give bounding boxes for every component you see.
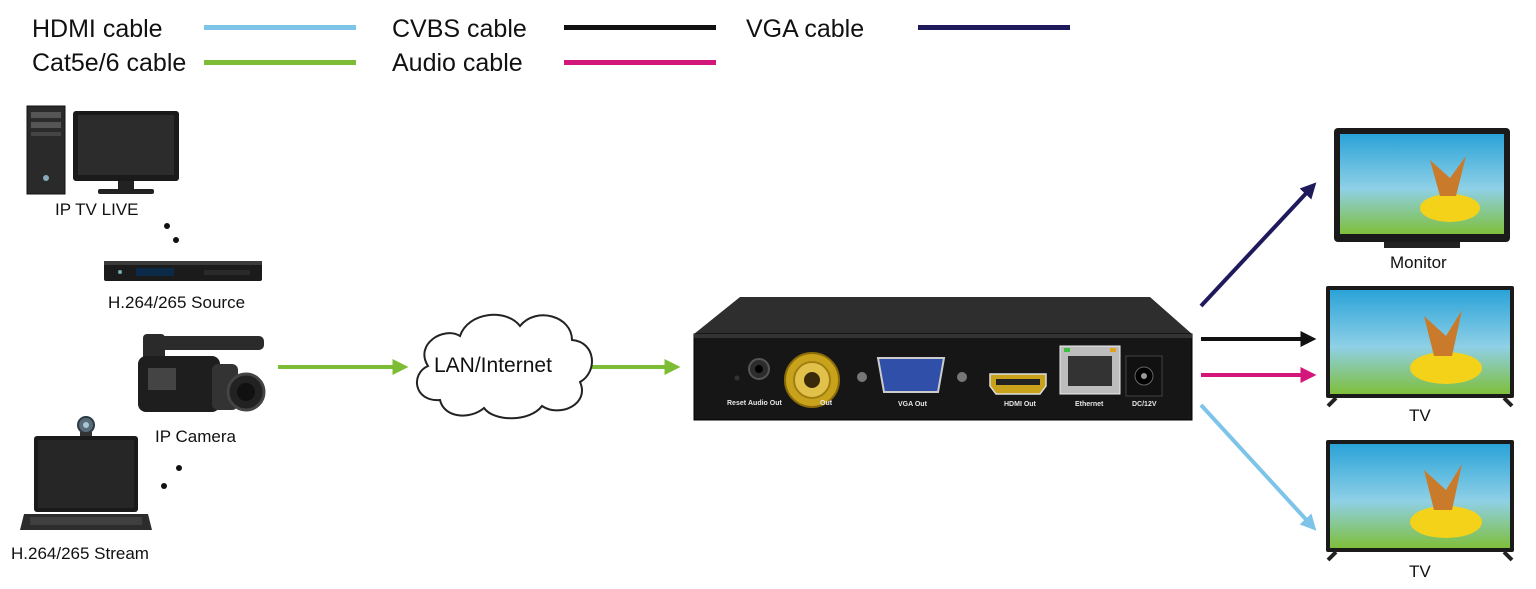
legend-label-hdmi: HDMI cable <box>32 15 163 43</box>
vga-arrow-to-monitor <box>1199 182 1317 308</box>
reset-button[interactable] <box>734 375 740 381</box>
camcorder-icon <box>138 334 266 412</box>
port-label-vga-out: VGA Out <box>898 401 927 408</box>
legend-label-audio: Audio cable <box>392 49 523 77</box>
label-h264-stream: H.264/265 Stream <box>11 544 149 563</box>
tv-display-icon <box>1326 440 1514 562</box>
label-ip-camera: IP Camera <box>155 427 236 446</box>
legend-swatch-cat5 <box>204 60 356 65</box>
hdmi-port <box>989 373 1047 395</box>
label-monitor: Monitor <box>1390 253 1447 272</box>
port-label-audio-out: Audio Out <box>748 400 782 407</box>
port-label-hdmi-out: HDMI Out <box>1004 401 1036 408</box>
tv-display-icon <box>1326 286 1514 408</box>
ethernet-port <box>1059 345 1121 395</box>
cvbs-bnc-port <box>784 352 840 408</box>
cloud-icon <box>416 313 593 420</box>
webcam-icon <box>77 416 95 436</box>
legend-swatch-audio <box>564 60 716 65</box>
ellipsis-dot <box>164 223 170 229</box>
legend-swatch-hdmi <box>204 25 356 30</box>
audio-out-port <box>748 358 770 380</box>
pc-tower-icon <box>26 105 66 195</box>
vga-port <box>857 357 967 393</box>
legend-label-cvbs: CVBS cable <box>392 15 527 43</box>
port-label-reset: Reset <box>727 400 747 407</box>
ellipsis-dot <box>173 237 179 243</box>
hdmi-arrow-to-tv <box>1199 403 1317 531</box>
dc-power-port <box>1125 355 1163 397</box>
ellipsis-dot <box>161 483 167 489</box>
label-tv-2: TV <box>1409 562 1431 581</box>
legend-label-cat5: Cat5e/6 cable <box>32 49 187 77</box>
monitor-icon <box>73 111 179 194</box>
port-label-ethernet: Ethernet <box>1075 401 1104 408</box>
port-label-dc: DC/12V <box>1132 401 1157 408</box>
monitor-display-icon <box>1334 128 1510 248</box>
ellipsis-dot <box>176 465 182 471</box>
label-iptv-live: IP TV LIVE <box>55 200 139 219</box>
label-lan-internet: LAN/Internet <box>434 354 552 377</box>
label-h264-source: H.264/265 Source <box>108 293 246 312</box>
port-label-cvbs-out: Out <box>820 400 833 407</box>
legend-swatch-cvbs <box>564 25 716 30</box>
legend-swatch-vga <box>918 25 1070 30</box>
laptop-icon <box>20 436 152 530</box>
legend-label-vga: VGA cable <box>746 15 865 43</box>
label-tv-1: TV <box>1409 406 1431 425</box>
dvd-player-icon <box>104 261 262 281</box>
